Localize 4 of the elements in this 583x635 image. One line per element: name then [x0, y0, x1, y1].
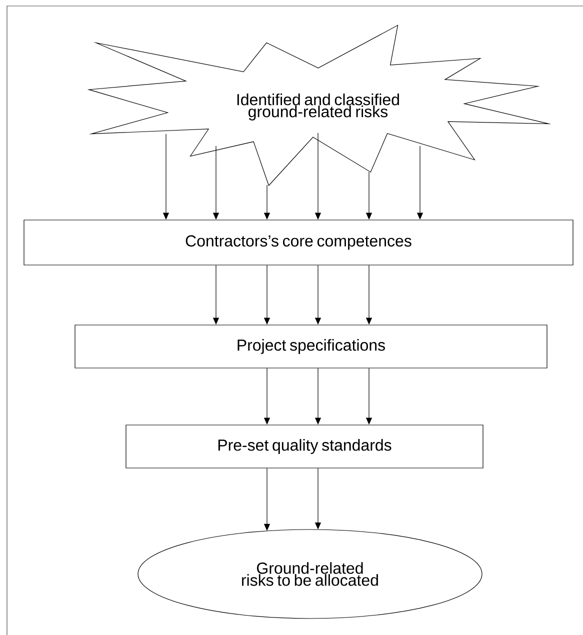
process-box: Pre-set quality standards	[126, 424, 484, 468]
ellipse-node: Ground-related risks to be allocated	[138, 529, 482, 619]
process-box: Project specifications	[74, 324, 548, 368]
process-box: Contractors’s core competences	[24, 220, 574, 266]
